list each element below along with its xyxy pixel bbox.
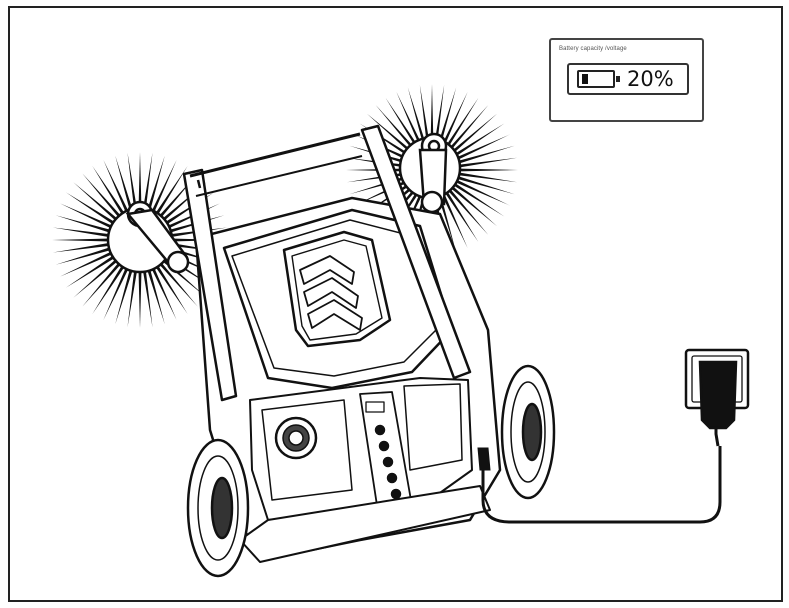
- brush-bristle: [139, 270, 142, 328]
- brush-bristle: [452, 187, 497, 226]
- battery-level-fill: [582, 74, 588, 84]
- brush-bristle: [452, 114, 497, 153]
- brush-bristle: [460, 169, 518, 172]
- charging-port: [478, 448, 490, 470]
- wall-charger: [686, 350, 748, 446]
- brush-bristle: [52, 239, 110, 242]
- brush-bristle: [396, 92, 421, 145]
- battery-display: 20%: [567, 63, 689, 95]
- brush-bristle: [457, 134, 510, 159]
- brush-bristle: [449, 190, 488, 235]
- battery-caption: Battery capacity /voltage: [559, 46, 627, 52]
- battery-icon: [577, 70, 615, 88]
- brush-bristle: [457, 180, 510, 205]
- left-wheel: [188, 440, 248, 576]
- right-wheel: [502, 366, 554, 498]
- battery-capacity-panel: Battery capacity /voltage 20%: [549, 38, 704, 122]
- brush-bristle: [449, 105, 488, 150]
- brush-bristle: [442, 92, 467, 145]
- battery-percent: 20%: [627, 67, 674, 91]
